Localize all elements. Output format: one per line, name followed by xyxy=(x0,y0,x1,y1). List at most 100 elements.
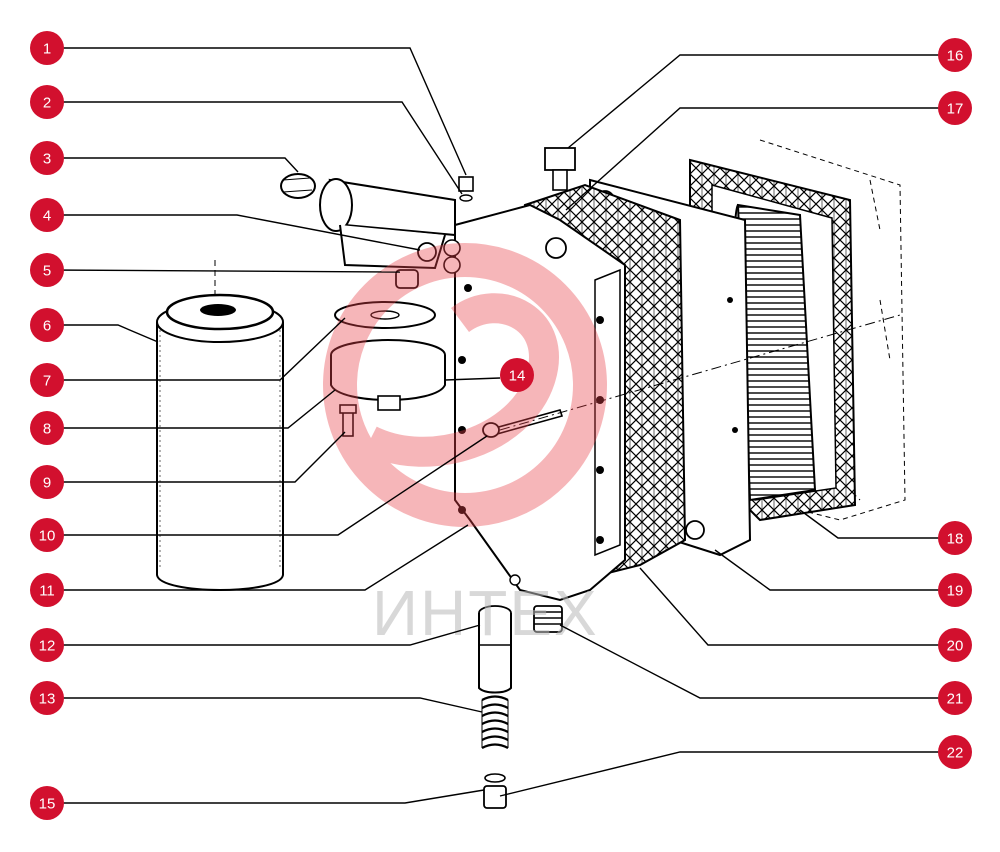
screw-9 xyxy=(339,404,357,437)
leader-line-9 xyxy=(47,431,346,483)
callout-number-6: 6 xyxy=(43,318,51,335)
leader-line-22 xyxy=(499,751,955,797)
leader-lines xyxy=(46,47,955,804)
callout-7: 7 xyxy=(30,363,64,397)
callout-6: 6 xyxy=(30,308,64,342)
leader-line-17 xyxy=(565,107,955,211)
callout-badge-7 xyxy=(30,363,64,397)
callout-badge-21 xyxy=(938,681,972,715)
callout-number-19: 19 xyxy=(947,583,964,600)
bolt-4 xyxy=(417,242,437,262)
callout-8: 8 xyxy=(30,411,64,445)
callout-14: 14 xyxy=(500,358,534,392)
callout-badge-13 xyxy=(30,681,64,715)
callout-badge-18 xyxy=(938,521,972,555)
callout-11: 11 xyxy=(30,573,64,607)
callout-badge-17 xyxy=(938,91,972,125)
leader-line-1 xyxy=(47,47,467,176)
callout-22: 22 xyxy=(938,735,972,769)
callout-badge-19 xyxy=(938,573,972,607)
fitting-16 xyxy=(544,147,576,191)
callout-1: 1 xyxy=(30,31,64,65)
callout-badge-12 xyxy=(30,628,64,662)
watermark-swoosh xyxy=(363,293,559,467)
watermark-text: ИНТЕХ xyxy=(372,577,599,649)
callout-18: 18 xyxy=(938,521,972,555)
callout-21: 21 xyxy=(938,681,972,715)
leader-line-16 xyxy=(567,54,955,149)
callout-9: 9 xyxy=(30,465,64,499)
leader-line-7 xyxy=(47,317,346,381)
callout-badge-3 xyxy=(30,141,64,175)
callout-number-11: 11 xyxy=(39,583,55,600)
callout-number-16: 16 xyxy=(947,48,964,65)
leader-line-4 xyxy=(47,214,421,251)
callout-badge-2 xyxy=(30,85,64,119)
callout-20: 20 xyxy=(938,628,972,662)
callout-2: 2 xyxy=(30,85,64,119)
leader-line-8 xyxy=(47,389,336,429)
leader-line-18 xyxy=(799,509,955,539)
cap-5 xyxy=(395,269,419,289)
watermark xyxy=(323,243,607,527)
callout-number-22: 22 xyxy=(947,745,964,762)
leader-line-2 xyxy=(47,101,463,195)
callout-number-8: 8 xyxy=(43,421,51,438)
leader-line-5 xyxy=(46,269,401,273)
callout-badge-9 xyxy=(30,465,64,499)
callout-badge-20 xyxy=(938,628,972,662)
callout-badge-11 xyxy=(30,573,64,607)
callout-number-18: 18 xyxy=(947,531,964,548)
callout-3: 3 xyxy=(30,141,64,175)
callout-number-12: 12 xyxy=(39,638,56,655)
leader-line-21 xyxy=(559,624,955,699)
callout-badge-4 xyxy=(30,198,64,232)
callout-number-9: 9 xyxy=(43,475,51,492)
leader-line-14 xyxy=(444,377,501,381)
callout-13: 13 xyxy=(30,681,64,715)
callout-number-15: 15 xyxy=(39,796,56,813)
leader-line-15 xyxy=(47,789,485,804)
callout-badge-22 xyxy=(938,735,972,769)
callout-number-10: 10 xyxy=(39,528,56,545)
callout-badge-10 xyxy=(30,518,64,552)
callout-17: 17 xyxy=(938,91,972,125)
callout-badge-15 xyxy=(30,786,64,820)
callout-badge-6 xyxy=(30,308,64,342)
plug-1 xyxy=(458,176,474,202)
callout-number-4: 4 xyxy=(43,208,51,225)
watermark-ring xyxy=(323,243,607,527)
callout-number-14: 14 xyxy=(509,368,526,385)
callout-12: 12 xyxy=(30,628,64,662)
drain-plug-22 xyxy=(483,773,507,809)
callout-number-17: 17 xyxy=(947,101,964,118)
callout-5: 5 xyxy=(30,253,64,287)
callout-10: 10 xyxy=(30,518,64,552)
callout-number-2: 2 xyxy=(43,95,51,112)
callout-number-7: 7 xyxy=(43,373,51,390)
callout-badge-8 xyxy=(30,411,64,445)
leader-line-12 xyxy=(47,624,481,646)
callout-number-3: 3 xyxy=(43,151,51,168)
leader-line-10 xyxy=(47,435,488,536)
callout-number-20: 20 xyxy=(947,638,964,655)
callout-badge-14 xyxy=(500,358,534,392)
callout-number-1: 1 xyxy=(43,41,51,58)
callout-16: 16 xyxy=(938,38,972,72)
callout-number-13: 13 xyxy=(39,691,56,708)
callout-badge-1 xyxy=(30,31,64,65)
callout-15: 15 xyxy=(30,786,64,820)
leader-line-11 xyxy=(47,524,469,591)
leader-line-6 xyxy=(47,324,159,343)
callout-badge-5 xyxy=(30,253,64,287)
valve-disc-7 xyxy=(334,301,436,329)
callout-4: 4 xyxy=(30,198,64,232)
leader-line-20 xyxy=(639,567,955,646)
valve-piston-12 xyxy=(478,605,512,694)
callout-badge-16 xyxy=(938,38,972,72)
spring-13 xyxy=(481,695,509,749)
leader-line-13 xyxy=(47,697,483,713)
filter-housing-11 xyxy=(443,203,626,602)
